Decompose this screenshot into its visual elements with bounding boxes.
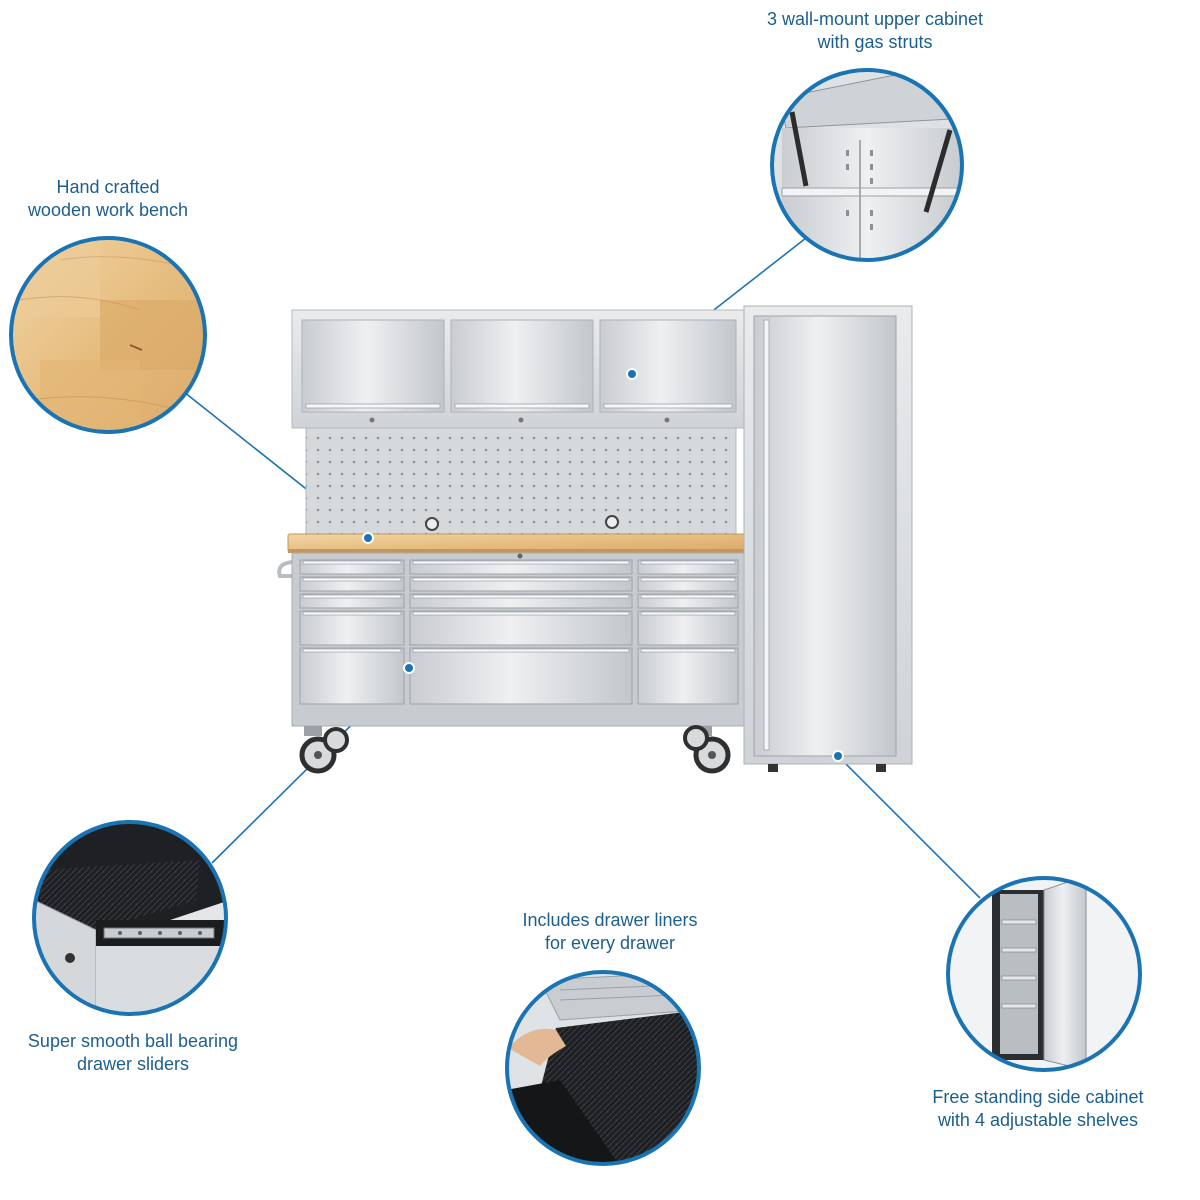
caption-drawer-sliders: Super smooth ball bearing drawer sliders [0,1030,266,1076]
power-outlet [425,517,439,531]
caption-line: with gas struts [817,32,933,52]
caption-line: 3 wall-mount upper cabinet [766,9,984,29]
drawer-front [409,610,633,646]
drawer-front [409,647,633,705]
upper-cabinet-door-2 [450,319,594,413]
callout-dot [832,750,844,762]
power-outlet [605,515,619,529]
side-cabinet-door [753,315,897,757]
detail-wooden-bench [9,236,207,434]
caption-drawer-liners: Includes drawer liners for every drawer [470,909,750,955]
lock-icon [517,553,523,559]
drawer-handle [640,594,736,599]
drawer-handle [412,560,630,565]
drawer-handle [640,577,736,582]
drawer-handle [640,648,736,653]
drawer-handle [412,648,630,653]
drawer-handle [302,594,402,599]
drawer-handle [302,560,402,565]
workbench [277,309,751,774]
callout-dot [403,662,415,674]
caption-line: for every drawer [544,933,676,953]
drawer-front [637,647,739,705]
leader-line-side [837,755,981,899]
caption-line: Free standing side cabinet [932,1087,1144,1107]
caster-wheel [683,725,731,774]
drawer-handle [640,611,736,616]
caster-wheel [299,726,349,774]
caption-line: Super smooth ball bearing [27,1031,239,1051]
detail-side-cabinet [946,876,1142,1072]
caption-upper-cabinet: 3 wall-mount upper cabinet with gas stru… [700,8,1050,54]
callout-dot [626,368,638,380]
side-cabinet [743,305,913,772]
drawer-handle [302,648,402,653]
caption-line: Hand crafted [56,177,160,197]
detail-drawer-sliders [32,820,228,1016]
drawer-handle [412,594,630,599]
drawer-handle [302,611,402,616]
detail-drawer-liners [505,970,701,1166]
caption-side-cabinet: Free standing side cabinet with 4 adjust… [880,1086,1196,1132]
upper-cabinet-door-1 [301,319,445,413]
detail-upper-cabinet [770,68,964,262]
drawer-front [637,610,739,646]
caption-work-bench: Hand crafted wooden work bench [0,176,216,222]
pegboard-panel [305,427,737,535]
upper-cabinet-door-3 [599,319,737,413]
drawer-handle [640,560,736,565]
caption-line: wooden work bench [27,200,189,220]
drawer-handle [412,577,630,582]
callout-dots [362,368,844,762]
drawer-fronts [299,553,739,705]
caption-line: drawer sliders [76,1054,190,1074]
drawer-handle [302,577,402,582]
drawer-front [299,647,405,705]
caption-line: Includes drawer liners [522,910,698,930]
drawer-front [299,610,405,646]
caption-line: with 4 adjustable shelves [937,1110,1139,1130]
callout-dot [362,532,374,544]
drawer-handle [412,611,630,616]
